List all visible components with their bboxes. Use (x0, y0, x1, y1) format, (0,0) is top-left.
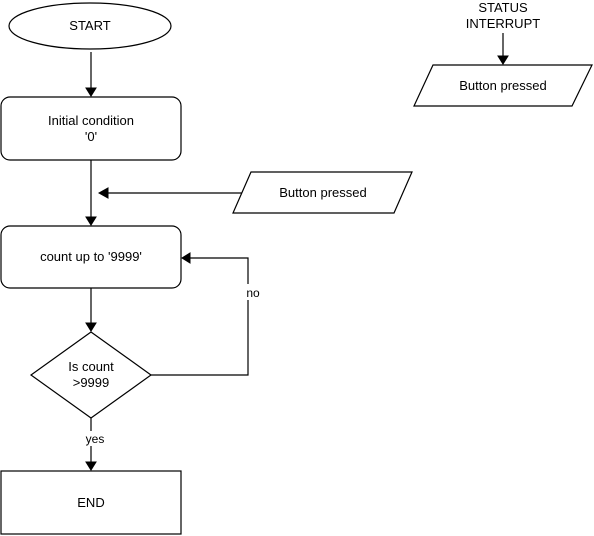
arrowhead-initial (85, 87, 97, 97)
count-up-label: count up to '9999' (40, 249, 142, 264)
interrupt-button-pressed-input (413, 64, 593, 107)
decision-line2: >9999 (73, 375, 110, 390)
decision-line1: Is count (68, 359, 114, 374)
end-box (0, 470, 182, 535)
arrowhead-decision (85, 322, 97, 332)
no-label: no (246, 286, 260, 300)
initial-condition-line1: Initial condition (48, 113, 134, 128)
arrowhead-interrupt (497, 55, 509, 65)
edge-no-loop (151, 257, 249, 376)
arrowhead-end (85, 461, 97, 471)
arrowhead-no-loop (181, 252, 191, 264)
initial-condition-line2: '0' (85, 129, 97, 144)
start-terminal (8, 2, 172, 50)
interrupt-title-line2: INTERRUPT (466, 16, 540, 31)
arrowhead-count (85, 216, 97, 226)
interrupt-title-line1: STATUS (478, 0, 528, 15)
start-label: START (69, 18, 110, 33)
no-label-bg (240, 284, 258, 300)
button-pressed-input (232, 171, 413, 214)
yes-label-bg (79, 431, 105, 446)
button-pressed-label: Button pressed (279, 185, 366, 200)
end-label: END (77, 495, 104, 510)
interrupt-button-pressed-label: Button pressed (459, 78, 546, 93)
arrowhead-button-input (97, 187, 109, 199)
yes-label: yes (86, 432, 105, 446)
